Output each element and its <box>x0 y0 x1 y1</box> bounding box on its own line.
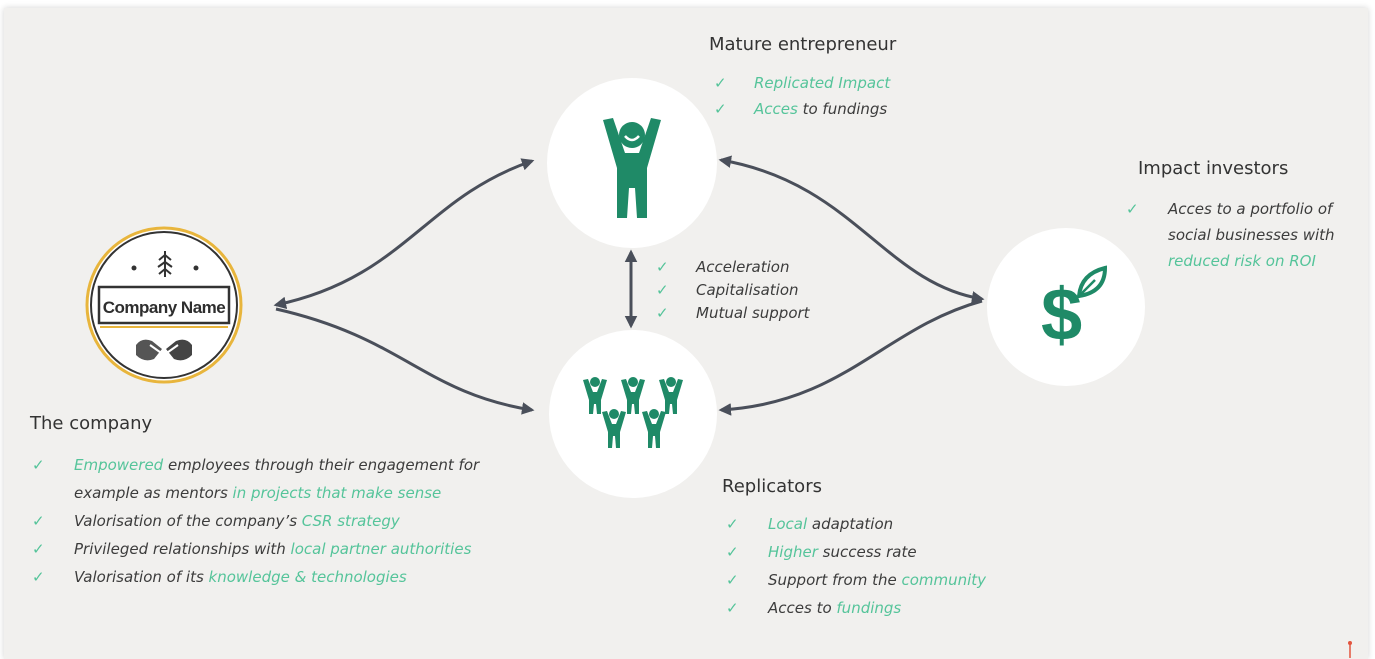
item-text: Privileged relationships with <box>74 540 291 558</box>
check-icon: ✓ <box>726 571 739 589</box>
arrow-investors-to-mature <box>718 155 985 304</box>
item-text: Support from the <box>768 571 902 589</box>
item-text: Mutual support <box>696 304 810 322</box>
list-item: ✓ Acceleration <box>656 256 810 279</box>
handshake-icon <box>136 339 192 361</box>
item-text-highlight: Acces <box>754 100 798 118</box>
item-text: to fundings <box>797 100 888 118</box>
arrow-investors-to-replicators <box>718 299 983 416</box>
group-people-icon <box>583 377 683 448</box>
item-text-highlight: community <box>901 571 987 589</box>
item-text-highlight: local partner authorities <box>290 540 472 558</box>
item-text-highlight: fundings <box>836 599 902 617</box>
person-arms-raised-icon <box>603 118 661 218</box>
item-text-highlight: Empowered <box>74 456 164 474</box>
company-logo: Company Name <box>84 225 244 385</box>
list-item: ✓ Mutual support <box>656 302 810 325</box>
item-text-highlight: reduced risk on ROI <box>1168 252 1316 270</box>
item-text-highlight: Local <box>768 515 808 533</box>
check-icon: ✓ <box>726 515 739 533</box>
check-icon: ✓ <box>726 599 739 617</box>
wheat-icon <box>131 251 199 277</box>
investors-title: Impact investors <box>1138 158 1289 179</box>
company-name-label: Company Name <box>102 298 226 317</box>
mutual-benefits-list: ✓ Acceleration ✓ Capitalisation ✓ Mutual… <box>656 256 810 325</box>
item-text-highlight: knowledge & technologies <box>208 568 407 586</box>
item-text: adaptation <box>807 515 894 533</box>
check-icon: ✓ <box>32 568 45 586</box>
check-icon: ✓ <box>32 456 45 474</box>
item-text: Valorisation of the company’s <box>74 512 302 530</box>
check-icon: ✓ <box>32 512 45 530</box>
mature-entrepreneur-circle <box>547 78 717 248</box>
mature-entrepreneur-list: ✓ Replicated Impact ✓ Acces to fundings <box>714 70 890 122</box>
check-icon: ✓ <box>32 540 45 558</box>
svg-text:$: $ <box>1041 273 1082 356</box>
dollar-leaf-icon: $ <box>1041 265 1108 356</box>
list-item: ✓ Valorisation of the company’s CSR stra… <box>32 507 479 535</box>
check-icon: ✓ <box>656 304 669 322</box>
item-text-highlight: Replicated Impact <box>754 74 891 92</box>
item-text: Acces to <box>768 599 837 617</box>
list-item: ✓ Local adaptation <box>726 510 986 538</box>
list-item: ✓ Acces to a portfolio of social busines… <box>1126 196 1335 274</box>
check-icon: ✓ <box>726 543 739 561</box>
replicators-title: Replicators <box>722 476 822 497</box>
arrows-layer <box>273 155 985 416</box>
list-item: ✓ Capitalisation <box>656 279 810 302</box>
list-item: ✓ Replicated Impact <box>714 70 890 96</box>
investors-list: ✓ Acces to a portfolio of social busines… <box>1126 196 1335 274</box>
list-item: ✓ Acces to fundings <box>726 594 986 622</box>
pin-marker-icon <box>1348 641 1352 658</box>
item-text: success rate <box>817 543 917 561</box>
check-icon: ✓ <box>714 74 727 92</box>
list-item: ✓ Valorisation of its knowledge & techno… <box>32 563 479 591</box>
list-item: ✓ Acces to fundings <box>714 96 890 122</box>
item-text-highlight: CSR strategy <box>301 512 400 530</box>
diagram-canvas: Company Name $ <box>4 8 1368 659</box>
arrow-company-to-mature <box>273 158 535 310</box>
replicators-circle <box>549 330 717 498</box>
item-text: example as mentors <box>74 484 233 502</box>
item-text: Valorisation of its <box>74 568 209 586</box>
item-text: social businesses with <box>1168 226 1335 244</box>
check-icon: ✓ <box>656 258 669 276</box>
check-icon: ✓ <box>714 100 727 118</box>
item-text: Capitalisation <box>696 281 799 299</box>
company-benefits-list: ✓ Empowered employees through their enga… <box>32 451 479 591</box>
investors-circle: $ <box>987 228 1145 386</box>
list-item: ✓ Privileged relationships with local pa… <box>32 535 479 563</box>
mature-entrepreneur-title: Mature entrepreneur <box>709 34 897 55</box>
item-text: Acces to a portfolio of <box>1168 200 1333 218</box>
list-item: ✓ Support from the community <box>726 566 986 594</box>
list-item: ✓ Higher success rate <box>726 538 986 566</box>
check-icon: ✓ <box>656 281 669 299</box>
item-text-highlight: Higher <box>768 543 818 561</box>
replicators-list: ✓ Local adaptation ✓ Higher success rate… <box>726 510 986 622</box>
item-text-highlight: in projects that make sense <box>232 484 442 502</box>
arrow-company-to-replicators <box>275 307 535 415</box>
list-item: ✓ Empowered employees through their enga… <box>32 451 479 507</box>
item-text: Acceleration <box>696 258 790 276</box>
company-title: The company <box>30 413 153 434</box>
check-icon: ✓ <box>1126 200 1139 218</box>
item-text: employees through their engagement for <box>163 456 480 474</box>
